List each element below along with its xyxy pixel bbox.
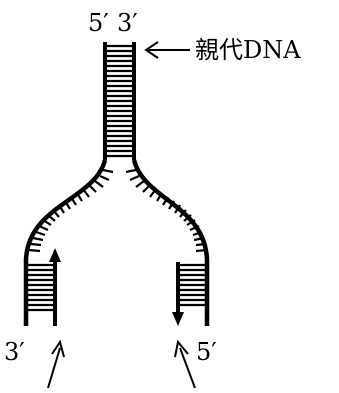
bottom-right-pointer-arrow (175, 342, 195, 388)
bottom-left-end-label: 3′ (4, 338, 25, 366)
parent-dna-helix (105, 42, 134, 160)
right-fork-arm (126, 160, 207, 326)
parent-dna-pointer-arrow (146, 42, 190, 58)
left-arm-bases (29, 170, 113, 251)
parent-base-pairs (105, 46, 134, 156)
bottom-right-end-label: 5′ (196, 338, 217, 366)
bottom-left-pointer-arrow (48, 342, 64, 388)
right-arm-bases (126, 170, 207, 251)
top-left-end-label: 5′ (88, 9, 109, 37)
parent-dna-label: 親代DNA (195, 36, 301, 64)
right-new-strand-bases (178, 265, 207, 305)
top-right-end-label: 3′ (117, 9, 138, 37)
left-fork-arm (26, 160, 113, 326)
left-new-strand-bases (26, 265, 55, 310)
